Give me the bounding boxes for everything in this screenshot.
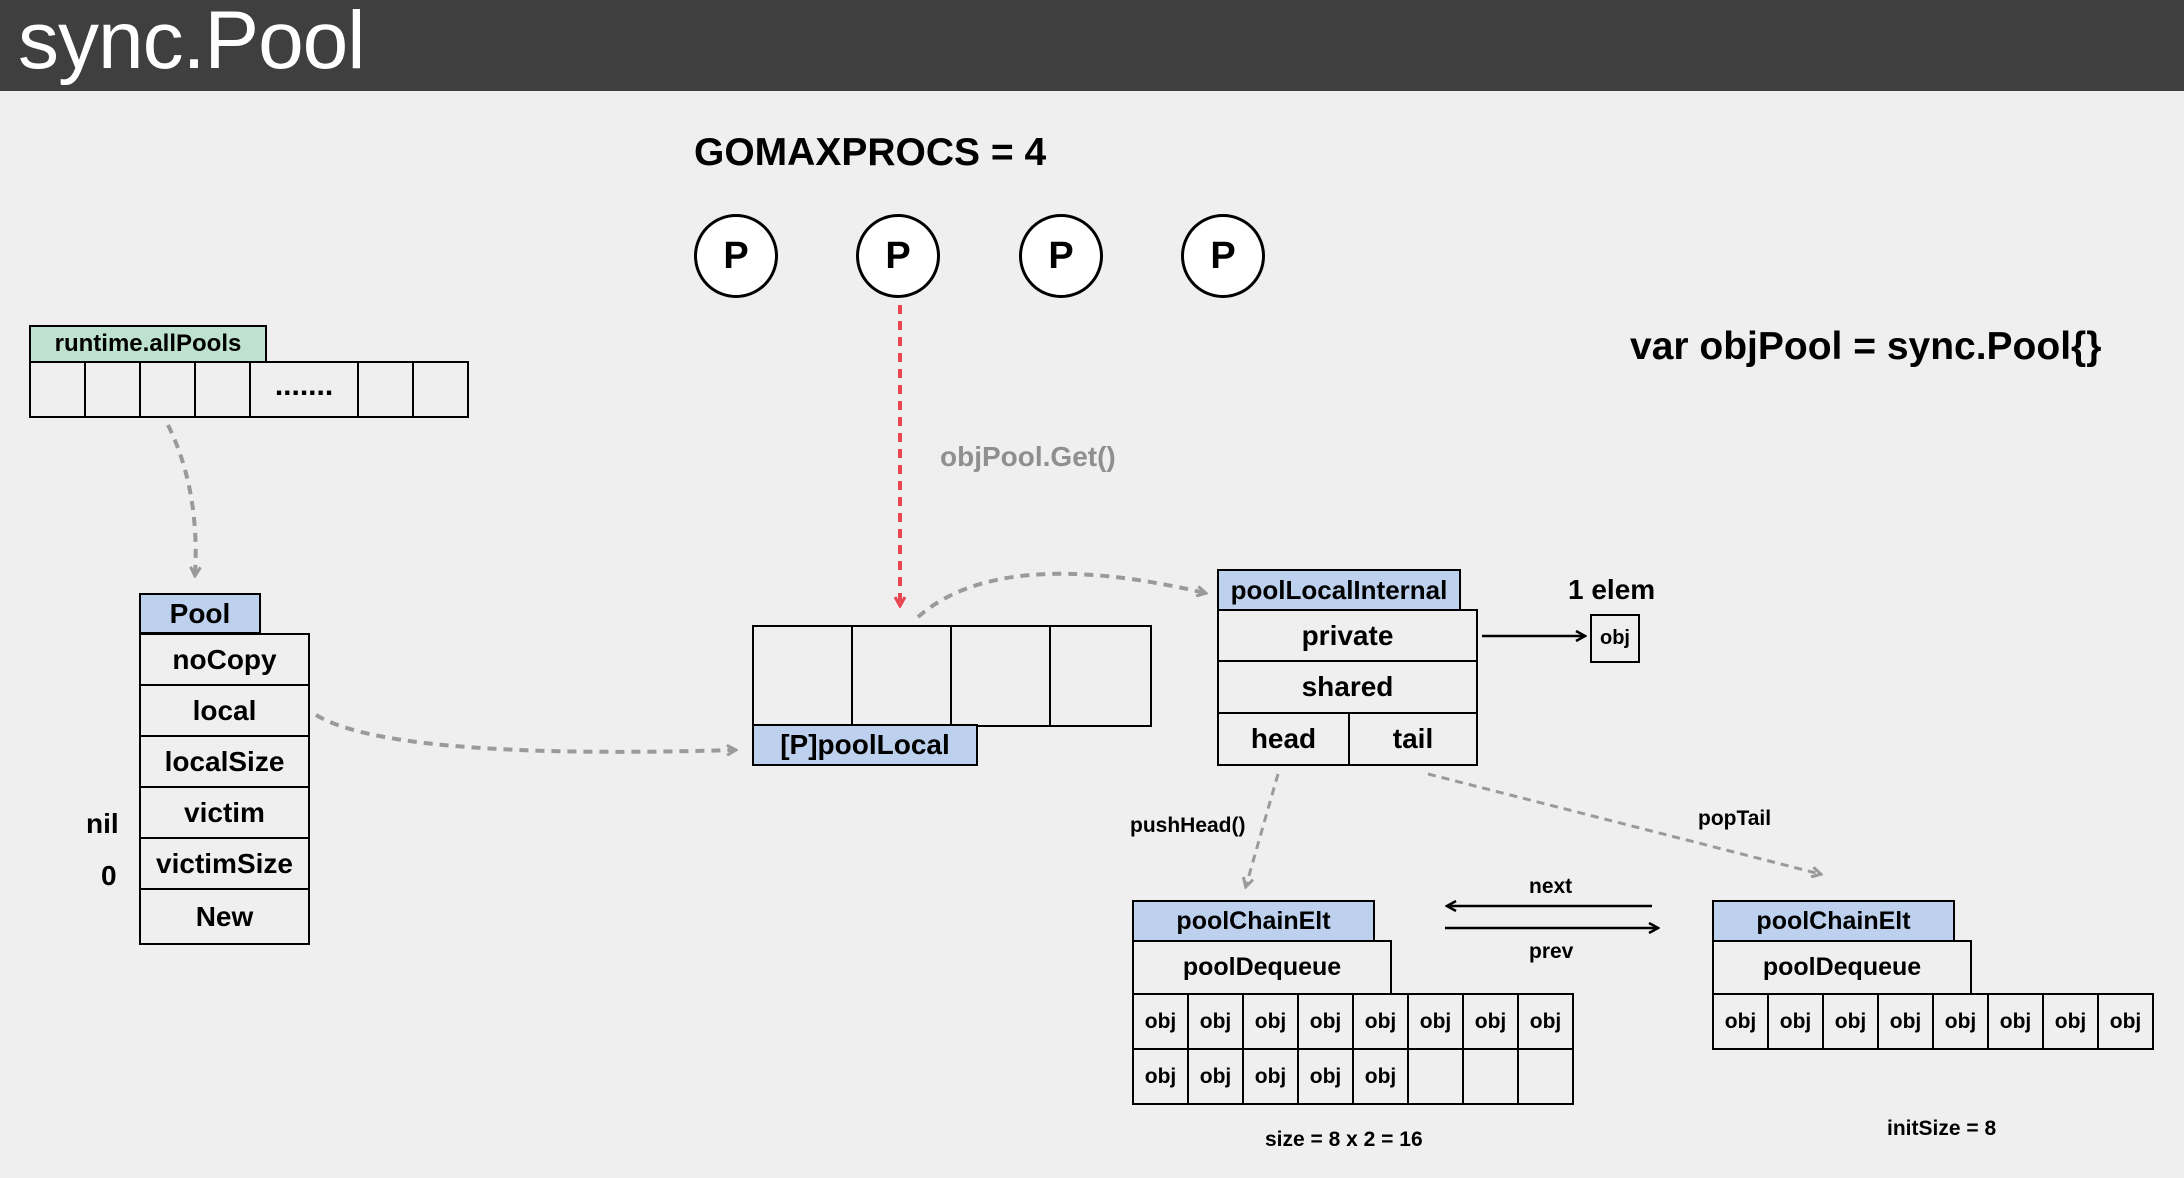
obj-slot: obj bbox=[2097, 993, 2154, 1050]
allpools-ellipsis: ....... bbox=[249, 361, 359, 418]
obj-slot: obj bbox=[2042, 993, 2099, 1050]
obj-slot: obj bbox=[1297, 1048, 1354, 1105]
obj-slot: obj bbox=[1767, 993, 1824, 1050]
obj-slot bbox=[1462, 1048, 1519, 1105]
local-to-poollocal-arrow bbox=[314, 713, 735, 752]
allpools-slot bbox=[357, 361, 414, 418]
poollocal-label: [P]poolLocal bbox=[752, 724, 978, 766]
pool-field-nocopy: noCopy bbox=[139, 633, 310, 686]
obj-slot: obj bbox=[1712, 993, 1769, 1050]
get-call-label: objPool.Get() bbox=[940, 441, 1116, 472]
poollocal-to-internal-arrow bbox=[916, 571, 1205, 619]
title-bar: sync.Pool bbox=[0, 0, 2184, 91]
allpools-slot bbox=[84, 361, 141, 418]
field-tail: tail bbox=[1348, 712, 1478, 766]
field-private: private bbox=[1217, 609, 1478, 662]
chain-right-header: poolChainElt bbox=[1712, 900, 1955, 942]
allpools-header: runtime.allPools bbox=[29, 325, 267, 363]
obj-slot: obj bbox=[1877, 993, 1934, 1050]
obj-slot: obj bbox=[1187, 993, 1244, 1050]
chain-right-size-note: initSize = 8 bbox=[1887, 1117, 1997, 1140]
obj-slot bbox=[1407, 1048, 1464, 1105]
obj-slot: obj bbox=[1187, 1048, 1244, 1105]
obj-slot: obj bbox=[1987, 993, 2044, 1050]
next-label: next bbox=[1529, 875, 1573, 898]
obj-slot: obj bbox=[1352, 993, 1409, 1050]
victim-value: nil bbox=[86, 808, 119, 839]
obj-slot: obj bbox=[1407, 993, 1464, 1050]
obj-slot: obj bbox=[1242, 993, 1299, 1050]
obj-slot: obj bbox=[1132, 1048, 1189, 1105]
processor-circle: P bbox=[1181, 214, 1265, 298]
allpools-to-pool-arrow bbox=[166, 424, 196, 575]
chain-left-header: poolChainElt bbox=[1132, 900, 1375, 942]
obj-slot: obj bbox=[1932, 993, 1989, 1050]
var-declaration: var objPool = sync.Pool{} bbox=[1630, 325, 2102, 368]
obj-slot: obj bbox=[1517, 993, 1574, 1050]
head-to-chain-left-arrow bbox=[1246, 773, 1280, 886]
obj-slot: obj bbox=[1352, 1048, 1409, 1105]
allpools-slot bbox=[194, 361, 251, 418]
obj-slot: obj bbox=[1242, 1048, 1299, 1105]
prev-label: prev bbox=[1529, 940, 1574, 963]
tail-to-chain-right-arrow bbox=[1427, 772, 1820, 874]
private-elem-caption: 1 elem bbox=[1568, 574, 1656, 605]
pushhead-label: pushHead() bbox=[1130, 814, 1246, 837]
chain-left-dequeue: poolDequeue bbox=[1132, 940, 1392, 995]
page-title: sync.Pool bbox=[18, 0, 366, 86]
pool-field-victimsize: victimSize bbox=[139, 837, 310, 890]
field-shared: shared bbox=[1217, 660, 1478, 714]
poollocal-slot bbox=[1049, 625, 1152, 727]
poollocal-slot bbox=[851, 625, 953, 727]
obj-slot: obj bbox=[1297, 993, 1354, 1050]
pool-field-local: local bbox=[139, 684, 310, 737]
processor-circle: P bbox=[1019, 214, 1103, 298]
obj-slot: obj bbox=[1822, 993, 1879, 1050]
chain-right-dequeue: poolDequeue bbox=[1712, 940, 1972, 995]
poollocalinternal-header: poolLocalInternal bbox=[1217, 569, 1461, 611]
pool-field-new: New bbox=[139, 888, 310, 945]
processor-circle: P bbox=[856, 214, 940, 298]
pool-header: Pool bbox=[139, 593, 261, 634]
allpools-slot bbox=[412, 361, 469, 418]
poollocal-slot bbox=[950, 625, 1052, 727]
victimsize-value: 0 bbox=[101, 860, 117, 891]
obj-slot bbox=[1517, 1048, 1574, 1105]
obj-slot: obj bbox=[1132, 993, 1189, 1050]
pool-field-localsize: localSize bbox=[139, 735, 310, 788]
gomaxprocs-label: GOMAXPROCS = 4 bbox=[694, 131, 1047, 174]
processor-circle: P bbox=[694, 214, 778, 298]
poptail-label: popTail bbox=[1698, 807, 1772, 830]
chain-left-size-note: size = 8 x 2 = 16 bbox=[1265, 1128, 1423, 1151]
pool-field-victim: victim bbox=[139, 786, 310, 839]
private-obj-cell: obj bbox=[1590, 614, 1640, 663]
poollocal-slot bbox=[752, 625, 854, 727]
allpools-slot bbox=[29, 361, 86, 418]
field-head: head bbox=[1217, 712, 1350, 766]
obj-slot: obj bbox=[1462, 993, 1519, 1050]
allpools-slot bbox=[139, 361, 196, 418]
